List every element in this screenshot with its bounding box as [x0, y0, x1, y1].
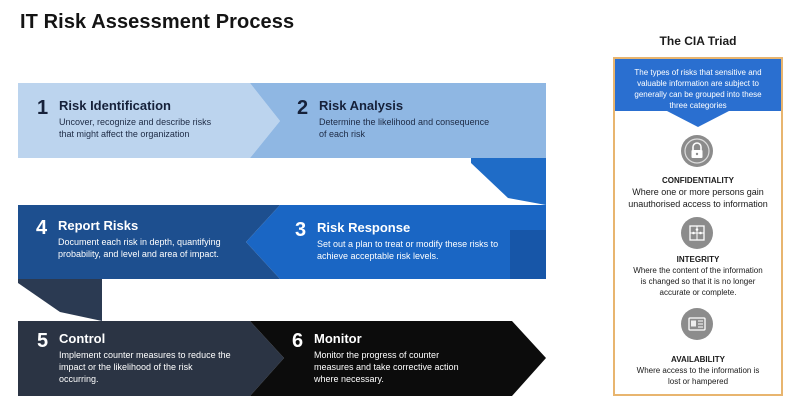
step-description: Set out a plan to treat or modify these … — [317, 239, 499, 261]
step-number: 6 — [292, 330, 304, 352]
puzzle-icon — [681, 217, 713, 249]
step-monitor: 6 Monitor Monitor the progress of counte… — [292, 330, 502, 390]
step-6-band — [250, 321, 546, 396]
step-number: 4 — [36, 217, 48, 239]
step-risk-identification: 1 Risk Identification Uncover, recognize… — [37, 97, 257, 147]
step-number: 5 — [37, 330, 49, 352]
step-risk-analysis: 2 Risk Analysis Determine the likelihood… — [297, 97, 537, 147]
step-5-band — [18, 321, 284, 396]
triad-header: The types of risks that sensitive and va… — [615, 59, 781, 111]
step-2-band — [250, 83, 546, 158]
left-turn-connector — [18, 279, 102, 321]
confidentiality-label: CONFIDENTIALITY — [662, 176, 734, 185]
page-title: IT Risk Assessment Process — [20, 11, 295, 33]
confidentiality-description: Where one or more persons gain unauthori… — [628, 187, 768, 209]
cia-triad-panel: The types of risks that sensitive and va… — [613, 57, 783, 396]
integrity-description: Where the content of the information is … — [633, 266, 763, 297]
step-report-risks: 4 Report Risks Document each risk in dep… — [36, 217, 251, 267]
step-heading: Control — [59, 331, 106, 346]
triad-title: The CIA Triad — [659, 34, 737, 48]
step-risk-response: 3 Risk Response Set out a plan to treat … — [295, 219, 543, 269]
step-heading: Monitor — [314, 331, 362, 346]
step-4-band — [18, 205, 280, 279]
step-heading: Risk Analysis — [319, 98, 404, 113]
step-3-accent — [510, 230, 546, 279]
step-number: 1 — [37, 97, 49, 119]
integrity-label: INTEGRITY — [676, 255, 720, 264]
step-heading: Risk Response — [317, 220, 411, 235]
lock-icon — [681, 135, 713, 167]
step-heading: Risk Identification — [59, 98, 171, 113]
availability-label: AVAILABILITY — [671, 355, 725, 364]
availability-description: Where access to the information is lost … — [636, 366, 760, 386]
right-turn-connector — [471, 158, 546, 205]
step-1-band — [18, 83, 280, 158]
step-heading: Report Risks — [58, 218, 139, 233]
triad-header-pointer — [667, 111, 729, 127]
step-description: Determine the likelihood and consequence… — [319, 117, 490, 139]
step-control: 5 Control Implement counter measures to … — [37, 330, 252, 390]
step-number: 3 — [295, 219, 307, 241]
step-number: 2 — [297, 97, 309, 119]
triad-intro: The types of risks that sensitive and va… — [634, 68, 762, 110]
step-3-band — [246, 205, 546, 279]
step-description: Document each risk in depth, quantifying… — [58, 237, 221, 259]
step-description: Implement counter measures to reduce the… — [59, 350, 231, 384]
step-description: Monitor the progress of counter measures… — [314, 350, 459, 384]
step-description: Uncover, recognize and describe risks th… — [59, 117, 212, 139]
document-icon — [681, 308, 713, 340]
